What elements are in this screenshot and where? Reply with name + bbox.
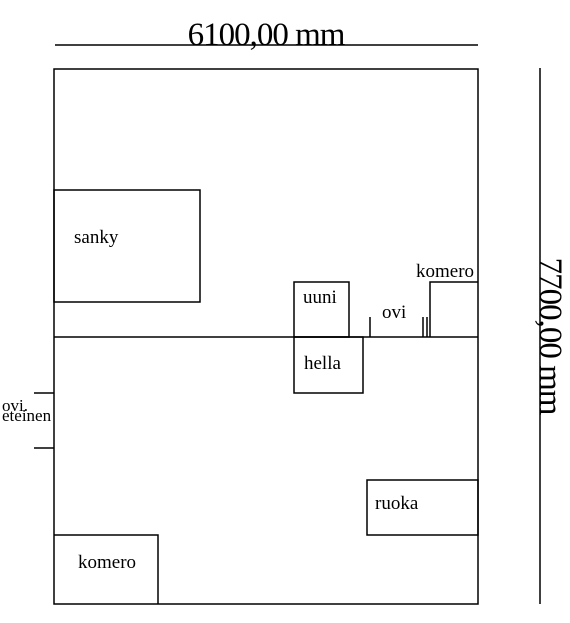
door-label: ovi	[382, 302, 406, 323]
height-dimension-label: 7700,00 mm	[532, 258, 568, 416]
width-dimension-label: 6100,00 mm	[188, 17, 346, 53]
food-storage-label: ruoka	[375, 493, 419, 514]
stove	[293, 336, 364, 394]
closet-top	[429, 281, 478, 337]
closet-bottom	[54, 534, 159, 604]
food-storage	[366, 479, 479, 536]
bed-label: sanky	[74, 227, 119, 248]
bed	[53, 189, 201, 303]
closet-bottom-label: komero	[78, 552, 136, 573]
oven-label: uuni	[303, 287, 337, 308]
entrance-door-label: ovi.	[2, 396, 28, 415]
closet-top-label: komero	[416, 261, 474, 282]
stove-label: hella	[304, 353, 341, 374]
hallway-label: eteinen	[2, 406, 52, 425]
